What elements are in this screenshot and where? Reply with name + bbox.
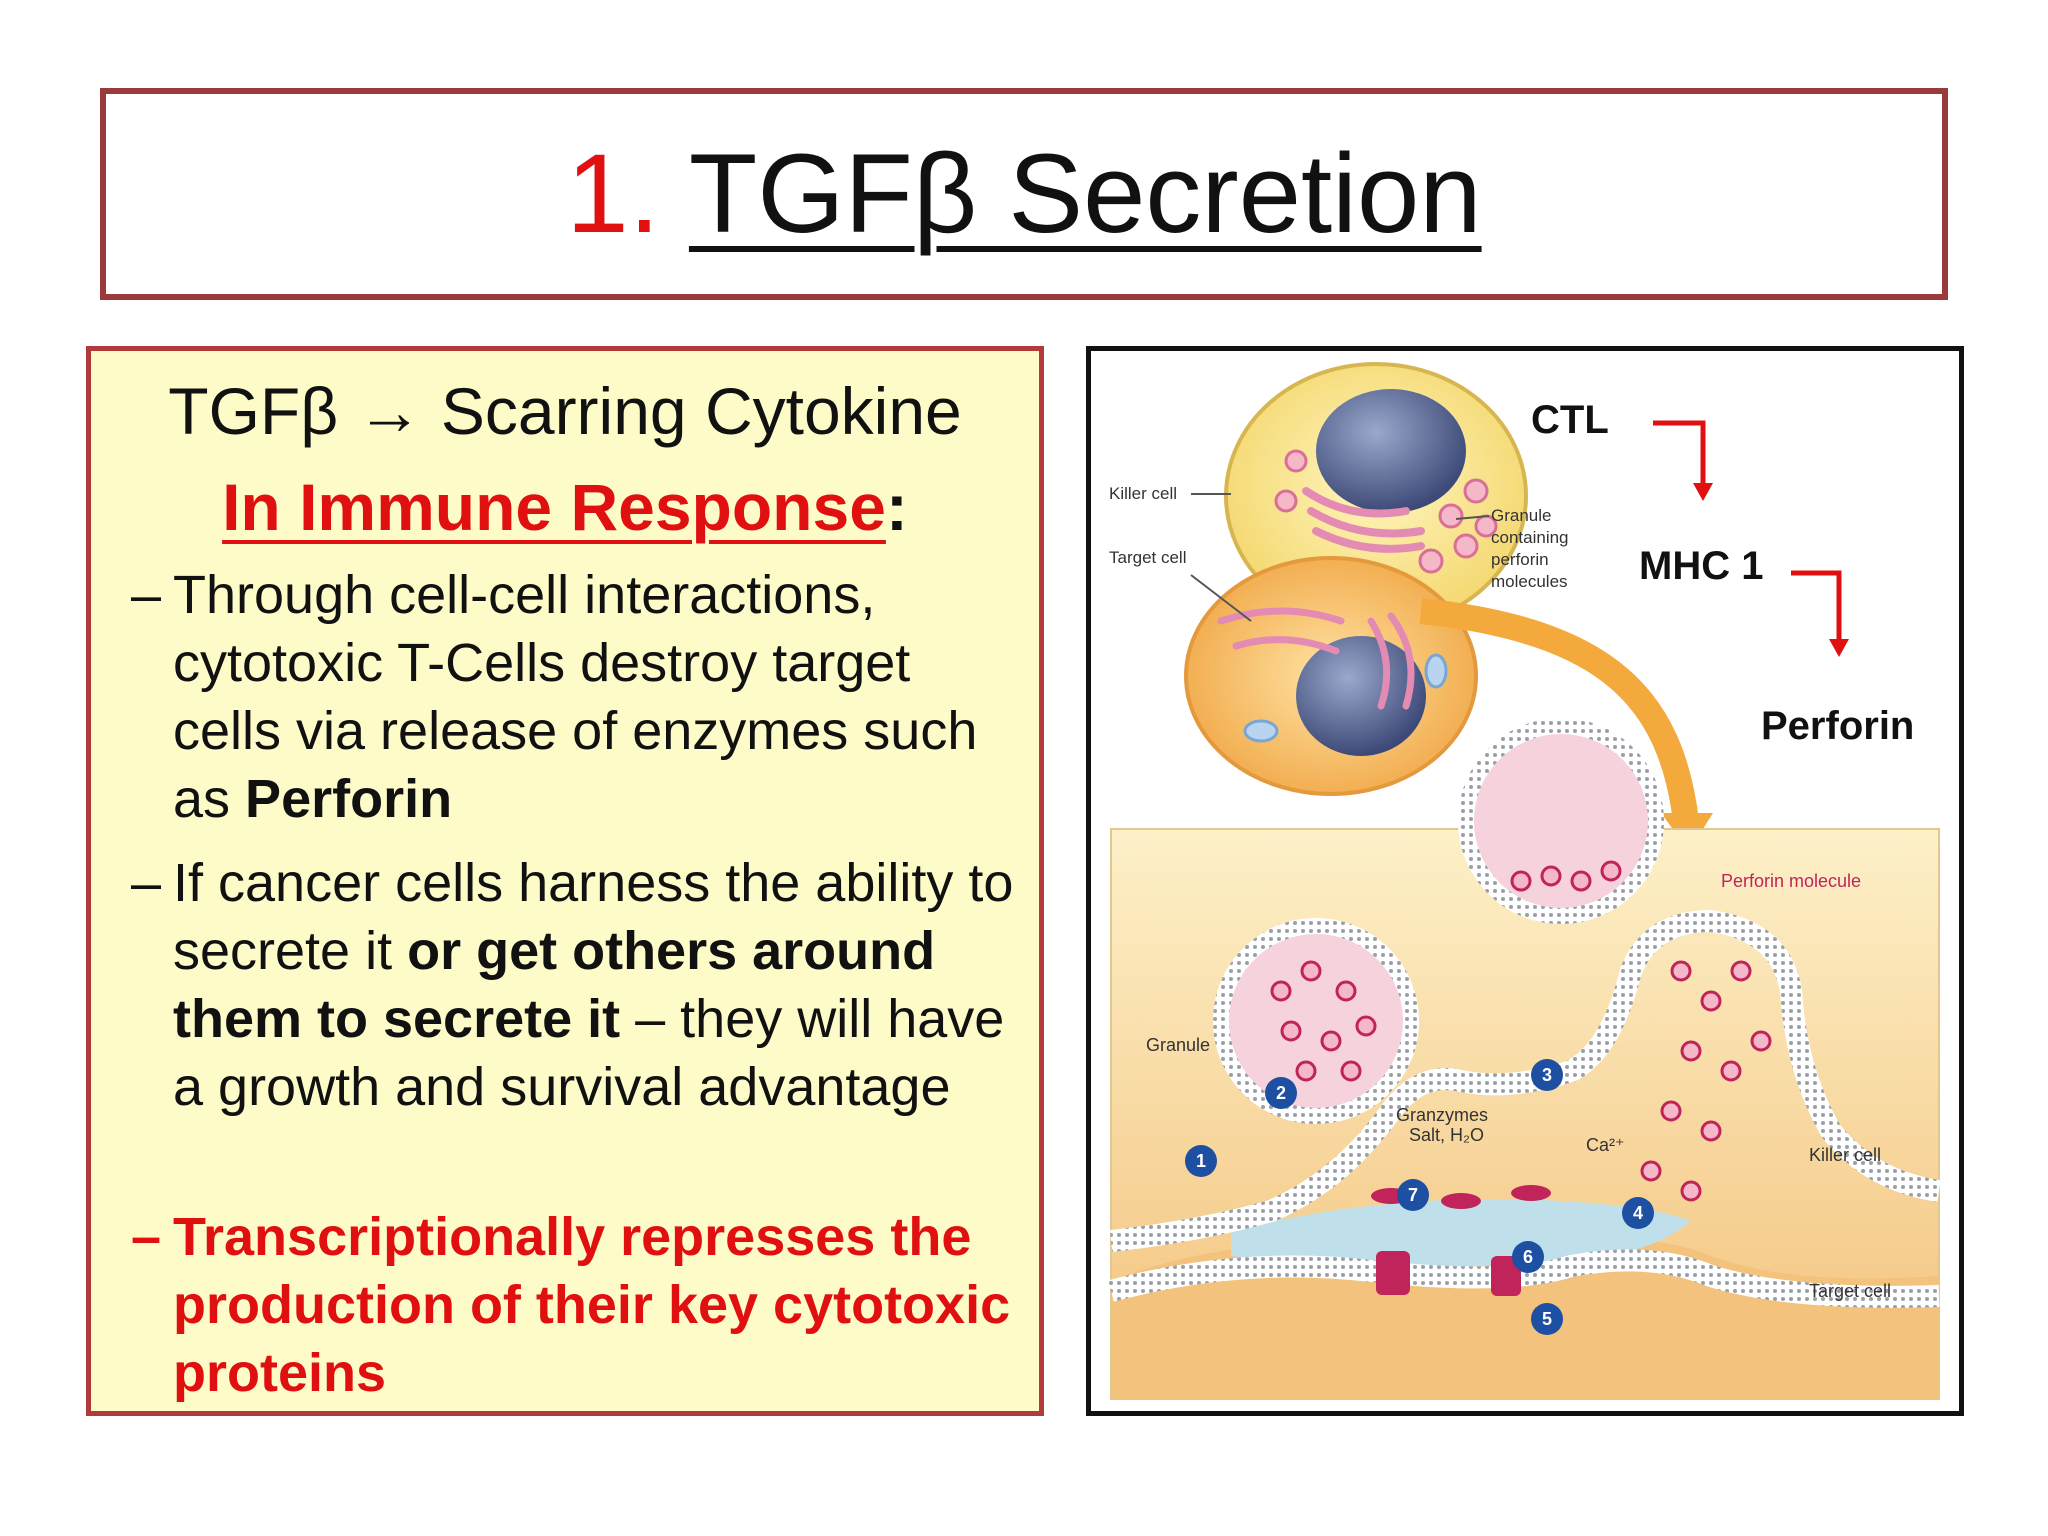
step-6: 6 — [1523, 1247, 1533, 1267]
bullet-2-bold: or get others around them to secrete it — [173, 921, 936, 1049]
bullet-1-text: Through cell-cell interactions, cytotoxi… — [173, 565, 978, 829]
section-heading-colon: : — [885, 470, 908, 544]
granule-desc-4: molecules — [1491, 572, 1568, 591]
killer-cell-bottom-label: Killer cell — [1809, 1145, 1881, 1165]
bullet-dash: – — [131, 1207, 162, 1267]
section-heading-text: In Immune Response — [222, 470, 886, 544]
page-title: 1. TGFβ Secretion — [566, 138, 1481, 250]
target-cell-bottom-label: Target cell — [1809, 1281, 1891, 1301]
step-2: 2 — [1276, 1083, 1286, 1103]
bullet-2: – If cancer cells harness the ability to… — [131, 849, 1031, 1121]
cytokine-line: TGFβ → Scarring Cytokine — [168, 374, 962, 448]
bullet-2-text-a: If cancer cells harness the ability to s… — [173, 853, 1014, 981]
bullet-1-bold: Perforin — [245, 769, 453, 829]
killer-cell-label: Killer cell — [1109, 484, 1177, 503]
step-1: 1 — [1196, 1151, 1206, 1171]
bullet-dash: – — [131, 565, 162, 625]
granzymes-label: Granzymes — [1396, 1105, 1488, 1125]
figure-panel: Killer cell Target cell Granule containi… — [1086, 346, 1964, 1416]
step-7: 7 — [1408, 1185, 1418, 1205]
granule-desc-1: Granule — [1491, 506, 1551, 525]
target-cell-label: Target cell — [1109, 548, 1186, 567]
bullet-1: – Through cell-cell interactions, cytoto… — [131, 561, 1031, 833]
flow-mhc1: MHC 1 — [1639, 544, 1763, 588]
flow-arrows — [1653, 420, 1842, 647]
flow-ctl: CTL — [1531, 398, 1609, 442]
calcium-label: Ca²⁺ — [1586, 1135, 1625, 1155]
title-number: 1. — [566, 131, 660, 256]
step-3: 3 — [1542, 1065, 1552, 1085]
synapse-detail: 1 2 3 4 5 6 7 Perforin molecule Granule … — [1108, 718, 1941, 1400]
step-5: 5 — [1542, 1309, 1552, 1329]
salt-label: Salt, H₂O — [1409, 1125, 1484, 1145]
zoom-arrow — [1419, 598, 1699, 823]
title-box: 1. TGFβ Secretion — [100, 88, 1948, 300]
granule-label: Granule — [1146, 1035, 1210, 1055]
bullet-2-text-b: – they will have a growth and survival a… — [173, 989, 1005, 1117]
bullet-3: – Transcriptionally represses the produc… — [131, 1203, 1031, 1407]
perforin-molecule-label: Perforin molecule — [1721, 871, 1861, 891]
bullet-dash: – — [131, 853, 162, 913]
title-text: TGFβ Secretion — [688, 131, 1482, 256]
target-cell-illustration — [1184, 556, 1478, 796]
flow-perforin: Perforin — [1761, 704, 1914, 748]
text-panel: TGFβ → Scarring Cytokine In Immune Respo… — [86, 346, 1044, 1416]
granule-desc-2: containing — [1491, 528, 1569, 547]
step-4: 4 — [1633, 1203, 1643, 1223]
step-markers — [1185, 1059, 1654, 1335]
cytotoxic-mechanism-diagram: Killer cell Target cell Granule containi… — [1108, 362, 1941, 1400]
bullet-3-text: Transcriptionally represses the producti… — [173, 1207, 1011, 1403]
granule-desc-3: perforin — [1491, 550, 1549, 569]
section-heading: In Immune Response: — [91, 469, 1039, 545]
